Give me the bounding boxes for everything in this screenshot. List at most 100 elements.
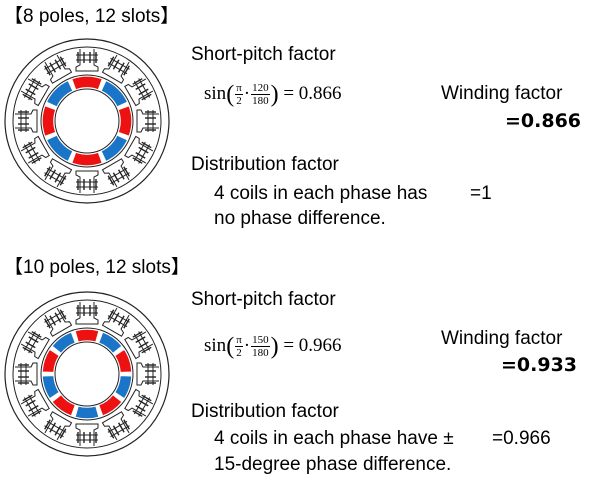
- coil-icon: [107, 56, 130, 76]
- coil-turn: [22, 346, 33, 354]
- formula-numerator: 150: [251, 334, 270, 347]
- stator-tooth: [124, 78, 154, 107]
- formula-pi: π: [235, 334, 243, 347]
- rotor-magnet-blue: [41, 374, 61, 401]
- coil-turn: [123, 166, 130, 177]
- stator-tooth: [20, 78, 50, 107]
- coil-turn: [107, 428, 115, 439]
- rotor-outline: [40, 327, 134, 421]
- coil-bar: [107, 62, 128, 75]
- coil-bar: [107, 167, 128, 180]
- coil-turn: [28, 336, 39, 344]
- rotor-magnet-red: [97, 393, 124, 418]
- coil-turn: [138, 399, 149, 407]
- coil-icon: [132, 394, 152, 417]
- coil-bar: [23, 78, 36, 98]
- coil-turn: [117, 315, 125, 326]
- tooth-body: [124, 135, 154, 164]
- stator-tooth: [124, 135, 154, 164]
- coil-bar: [107, 420, 128, 433]
- stator-yoke: [12, 46, 162, 196]
- section2-heading: 【10 poles, 12 slots】: [4, 257, 190, 278]
- coil-turn: [138, 88, 149, 96]
- coil-turn: [135, 151, 146, 159]
- motor-10p12s-diagram: [4, 291, 170, 457]
- stator-tooth: [44, 158, 73, 188]
- stator-tooth: [101, 411, 130, 441]
- coil-icon: [22, 141, 42, 164]
- motor-8p12s-diagram: [4, 38, 170, 204]
- stator-tooth: [101, 307, 130, 337]
- stator-tooth: [20, 135, 50, 164]
- rotor-magnet-red: [73, 328, 101, 344]
- coil-bar: [44, 172, 64, 185]
- coil-turn: [49, 422, 57, 433]
- coil-turn: [54, 425, 62, 436]
- coil-turn: [107, 56, 115, 67]
- coil-turn: [141, 93, 152, 101]
- coil-icon: [76, 305, 98, 316]
- tooth-body: [20, 135, 50, 164]
- coil-bar: [44, 425, 64, 438]
- coil-bar: [138, 397, 151, 417]
- formula-sin: sin: [204, 334, 227, 356]
- coil-bar: [28, 333, 41, 354]
- coil-turn: [138, 146, 149, 154]
- coil-bar: [110, 310, 130, 323]
- coil-bar: [44, 57, 64, 70]
- formula-sin: sin: [204, 82, 227, 104]
- coil-turn: [49, 315, 57, 326]
- coil-turn: [28, 404, 39, 412]
- coil-icon: [18, 363, 29, 385]
- coil-bar: [23, 331, 36, 351]
- coil-icon: [44, 309, 67, 329]
- formula-two: 2: [236, 347, 242, 359]
- formula-dot: ·: [243, 82, 251, 104]
- formula-denominator: 180: [252, 347, 269, 359]
- coil-turn: [132, 78, 143, 85]
- coil-turn: [59, 175, 67, 186]
- coil-bar: [133, 333, 146, 354]
- coil-bar: [28, 394, 41, 415]
- formula-pi: π: [235, 82, 243, 95]
- rotor-magnet-blue: [97, 330, 124, 355]
- coil-icon: [145, 110, 156, 132]
- stator-tooth: [124, 331, 154, 360]
- formula-result: = 0.866: [283, 82, 342, 104]
- stator-tooth: [75, 302, 99, 325]
- section1-distribution-eq: =1: [470, 183, 492, 204]
- coil-turn: [112, 312, 120, 323]
- coil-turn: [25, 341, 36, 349]
- rotor-magnet-blue: [45, 133, 75, 163]
- coil-icon: [107, 419, 130, 439]
- coil-turn: [31, 157, 42, 164]
- coil-icon: [132, 141, 152, 164]
- coil-turn: [112, 59, 120, 70]
- tooth-body: [101, 307, 130, 337]
- outer-frame: [4, 291, 170, 457]
- section1-distribution-line1: 4 coils in each phase has: [214, 183, 428, 204]
- coil-turn: [31, 78, 42, 85]
- coil-icon: [22, 331, 42, 354]
- coil-bar: [133, 80, 146, 101]
- coil-bar: [46, 167, 67, 180]
- stator-tooth: [136, 362, 159, 386]
- rotor-magnet-red: [113, 347, 133, 374]
- rotor-core: [54, 341, 120, 407]
- coil-bar: [28, 141, 41, 162]
- coil-bar: [138, 144, 151, 164]
- coil-turn: [135, 336, 146, 344]
- coil-turn: [25, 399, 36, 407]
- stator-tooth: [124, 388, 154, 417]
- tooth-body: [124, 78, 154, 107]
- rotor-outline: [40, 74, 134, 168]
- coil-turn: [54, 312, 62, 323]
- formula-denominator: 180: [252, 95, 269, 107]
- coil-turn: [22, 141, 33, 149]
- rotor-core: [54, 88, 120, 154]
- coil-icon: [44, 56, 67, 76]
- section1-distribution-line2: no phase difference.: [214, 208, 386, 229]
- coil-bar: [46, 315, 67, 328]
- section2-winding-label: Winding factor: [441, 328, 563, 349]
- coil-bar: [44, 310, 64, 323]
